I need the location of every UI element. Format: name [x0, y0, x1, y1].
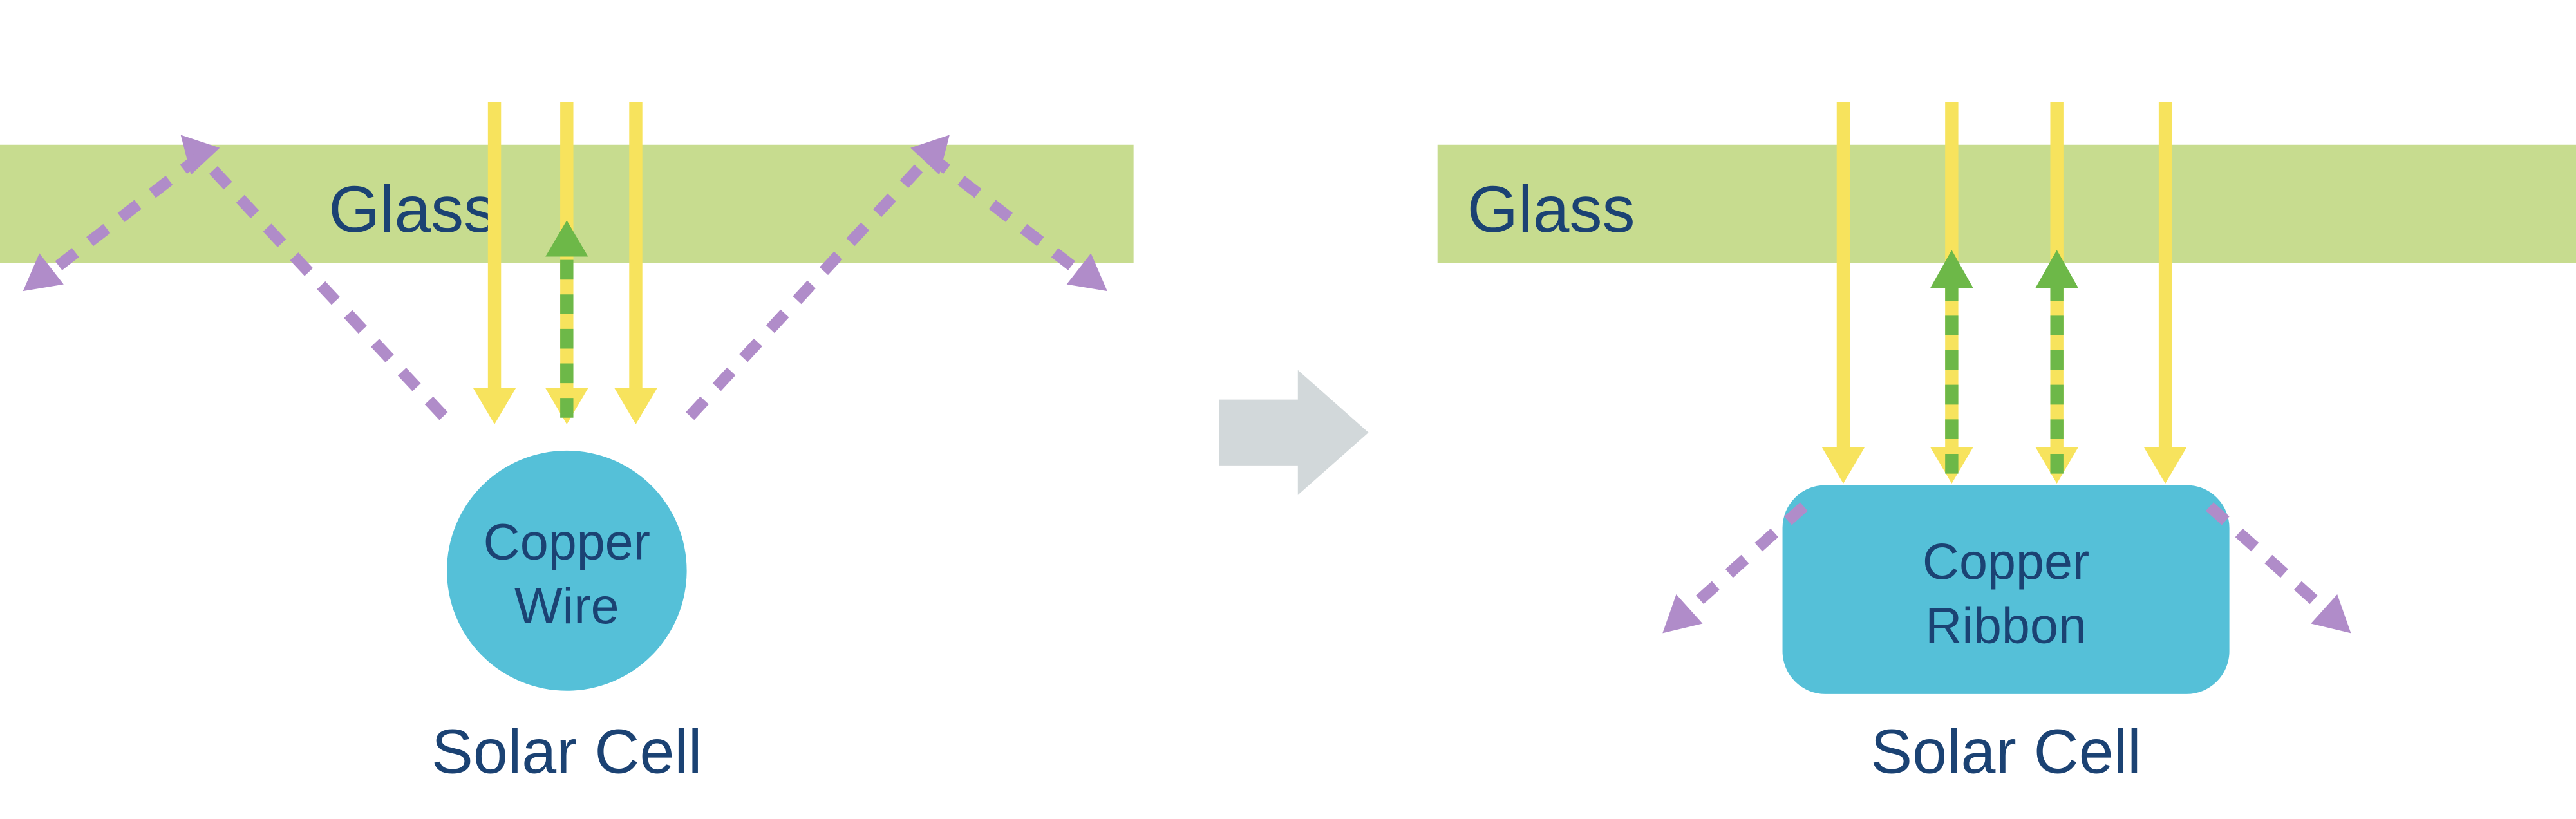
glass-label: Glass: [1467, 173, 1635, 246]
scattered-light-arrow-right: [2206, 502, 2351, 634]
scattered-light-path-left: [23, 135, 448, 420]
reflected-light-arrow: [545, 220, 588, 418]
scattered-ray: [2206, 502, 2338, 623]
copper-wire-label-line1: Copper: [484, 513, 650, 570]
arrowhead: [2143, 447, 2187, 484]
arrowhead: [1662, 594, 1703, 634]
reflected-light-arrow: [1930, 250, 1973, 474]
copper-ribbon-shape: [1782, 485, 2230, 694]
arrowhead: [1930, 250, 1973, 288]
transition-arrow-icon: [1219, 370, 1369, 495]
copper-wire-shape: [447, 450, 687, 691]
reflected-light-arrow: [2035, 250, 2078, 474]
incident-light-arrow: [473, 102, 516, 424]
arrowhead: [614, 388, 657, 424]
copper-wire-label-line2: Wire: [514, 577, 619, 634]
left-panel: Glass: [0, 102, 1134, 786]
glass-label: Glass: [328, 173, 496, 246]
arrowhead: [1821, 447, 1865, 484]
scattered-light-arrow-left: [1662, 502, 1808, 634]
scattered-ray-up: [686, 152, 934, 420]
arrowhead: [23, 253, 64, 292]
right-panel: Glass Copper Ribbon: [1437, 102, 2576, 786]
scattered-ray: [1675, 502, 1808, 623]
arrowhead: [1066, 253, 1107, 292]
scattered-ray-up: [196, 152, 448, 420]
copper-ribbon-label-line1: Copper: [1923, 532, 2089, 590]
arrowhead: [545, 220, 588, 257]
scattered-light-path-right: [686, 135, 1107, 420]
copper-ribbon-label-line2: Ribbon: [1925, 597, 2087, 654]
scattered-ray-down: [926, 151, 1091, 283]
arrowhead: [2311, 594, 2351, 634]
incident-light-arrow: [2143, 102, 2187, 484]
solar-cell-caption: Solar Cell: [431, 716, 702, 786]
glass-layer: [1437, 144, 2576, 263]
incident-light-arrow: [614, 102, 657, 424]
arrowhead: [2035, 250, 2078, 288]
incident-light-arrow: [1821, 102, 1865, 484]
scattered-ray-down: [39, 151, 204, 283]
arrowhead: [473, 388, 516, 424]
solar-cell-caption: Solar Cell: [1870, 716, 2141, 786]
